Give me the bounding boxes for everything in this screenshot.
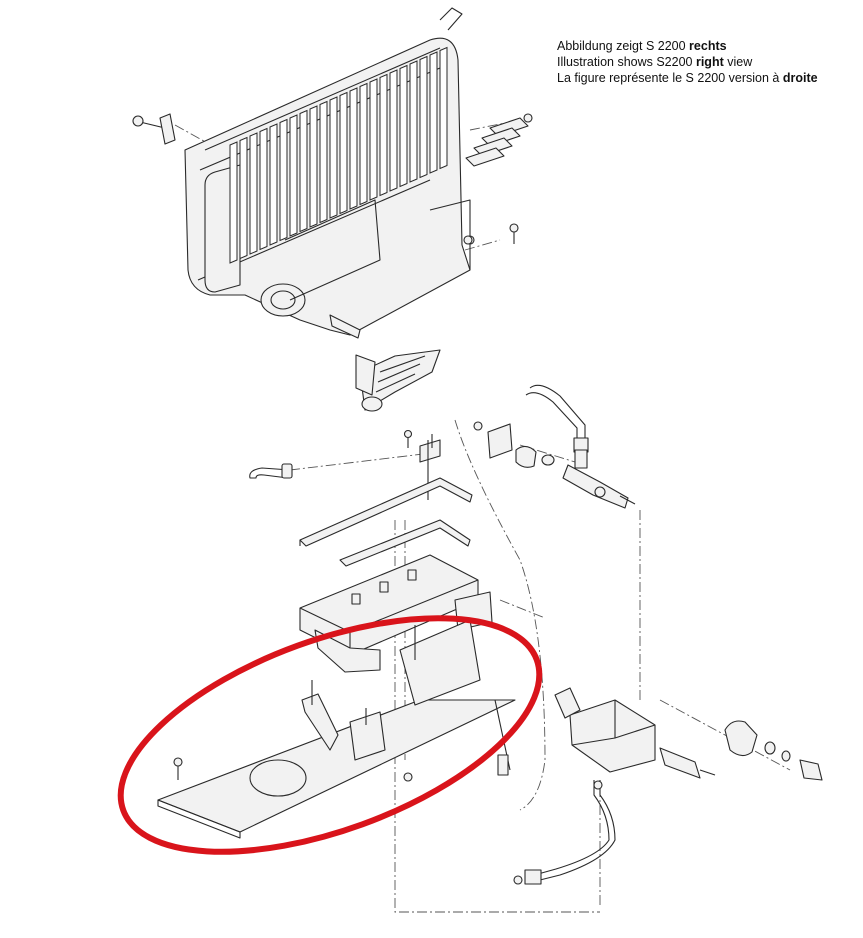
cooling-fin bbox=[419, 55, 428, 179]
gas-valve-assembly bbox=[525, 384, 636, 509]
cooling-fin bbox=[399, 64, 408, 188]
cooling-fin bbox=[299, 109, 308, 233]
cooling-fin bbox=[409, 60, 418, 183]
cooling-fin bbox=[229, 141, 238, 264]
ignition-electrode bbox=[403, 429, 441, 500]
cooling-fin bbox=[269, 123, 278, 246]
cooling-fin bbox=[309, 105, 318, 228]
cooling-fin bbox=[339, 91, 348, 215]
base-plate bbox=[157, 619, 516, 839]
cooling-fins bbox=[229, 46, 448, 264]
bolt-bracket-left bbox=[132, 113, 176, 145]
screw-right bbox=[463, 223, 519, 245]
cooling-fin bbox=[349, 87, 358, 210]
thermocouple-housing bbox=[554, 687, 716, 779]
caption: Abbildung zeigt S 2200 rechts Illustrati… bbox=[557, 38, 818, 86]
cooling-fin bbox=[319, 100, 328, 224]
heat-exchanger bbox=[184, 7, 475, 339]
cooling-fin bbox=[239, 136, 248, 260]
caption-french: La figure représente le S 2200 version à… bbox=[557, 71, 818, 85]
curved-tube-left bbox=[249, 463, 293, 479]
burner-grille bbox=[355, 349, 441, 412]
gas-line-lower bbox=[513, 780, 616, 885]
spring-clip-lower bbox=[339, 519, 471, 567]
spring-clip-upper bbox=[299, 477, 473, 547]
cooling-fin bbox=[389, 69, 398, 192]
cooling-fin bbox=[359, 82, 368, 206]
cooling-fin bbox=[439, 46, 448, 170]
highlight-ellipse bbox=[117, 615, 543, 855]
cooling-fin bbox=[429, 51, 438, 174]
cooling-fin bbox=[249, 132, 258, 255]
caption-english: Illustration shows S2200 right view bbox=[557, 55, 753, 69]
cooling-fin bbox=[369, 78, 378, 201]
caption-german: Abbildung zeigt S 2200 rechts bbox=[557, 39, 727, 53]
cooling-fin bbox=[279, 118, 288, 242]
cooling-fin bbox=[259, 127, 268, 251]
cooling-fin bbox=[379, 73, 388, 197]
connector-fittings bbox=[473, 421, 555, 468]
knob-and-nuts bbox=[724, 720, 823, 781]
gasket-shims bbox=[465, 113, 533, 167]
cooling-fin bbox=[289, 114, 298, 237]
cooling-fin bbox=[329, 96, 338, 219]
